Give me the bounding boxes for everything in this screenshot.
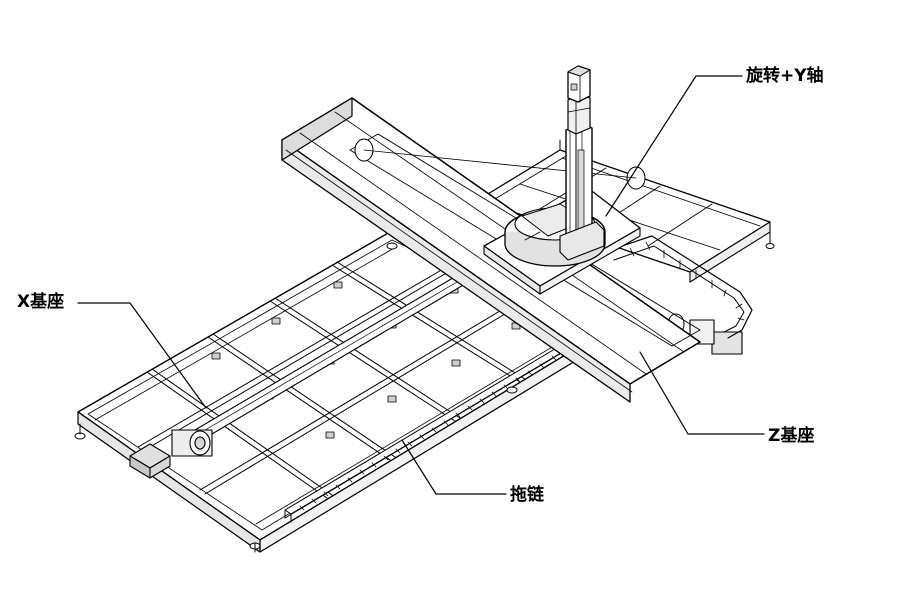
z-cross-beam xyxy=(281,97,701,403)
x-base-frame xyxy=(74,231,601,553)
z-base-frame xyxy=(477,139,775,355)
label-drag-chain: 拖链 xyxy=(510,485,544,505)
leader-lines xyxy=(77,75,765,495)
label-rotation-y-axis: 旋转+Y轴 xyxy=(746,66,824,86)
z-drag-chain xyxy=(609,235,753,339)
label-z-base: Z基座 xyxy=(768,426,815,446)
y-axis-column xyxy=(559,65,605,261)
label-x-base: X基座 xyxy=(17,292,65,312)
